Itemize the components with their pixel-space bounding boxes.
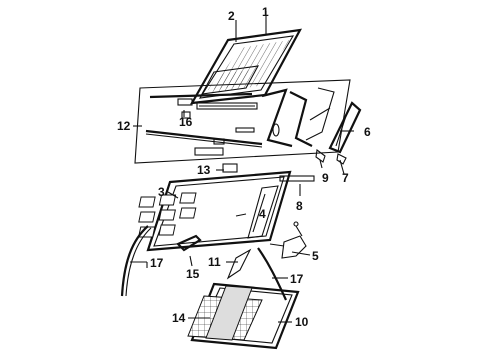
motor-assembly <box>269 221 307 259</box>
callout-9: 9 <box>322 171 329 185</box>
callout-17-left: 17 <box>150 256 164 270</box>
hose-elbow <box>176 234 202 252</box>
callout-13: 13 <box>197 163 211 177</box>
callout-8: 8 <box>296 199 303 213</box>
callout-4: 4 <box>259 207 266 221</box>
callout-14: 14 <box>172 311 186 325</box>
callout-5: 5 <box>312 249 319 263</box>
callout-11: 11 <box>208 255 221 269</box>
glass-panel-assembly <box>189 28 302 105</box>
callout-12: 12 <box>117 119 131 133</box>
callout-10: 10 <box>295 315 309 329</box>
small-brackets <box>315 149 347 165</box>
sunshade-assembly <box>187 282 300 350</box>
callouts: 1 2 3 4 5 6 7 8 9 10 11 12 13 14 15 16 1… <box>117 5 371 329</box>
callout-15: 15 <box>186 267 200 281</box>
callout-3: 3 <box>158 185 165 199</box>
callout-17-right: 17 <box>290 272 304 286</box>
seal-strip <box>226 248 252 280</box>
clip-13 <box>222 163 238 173</box>
wind-deflector <box>328 101 362 154</box>
drive-rod <box>279 175 315 182</box>
callout-1: 1 <box>262 5 269 19</box>
callout-6: 6 <box>364 125 371 139</box>
callout-2: 2 <box>228 9 235 23</box>
callout-16: 16 <box>179 115 193 129</box>
callout-7: 7 <box>342 171 349 185</box>
sunroof-housing-frame <box>138 170 292 252</box>
leader-lines <box>130 11 354 323</box>
